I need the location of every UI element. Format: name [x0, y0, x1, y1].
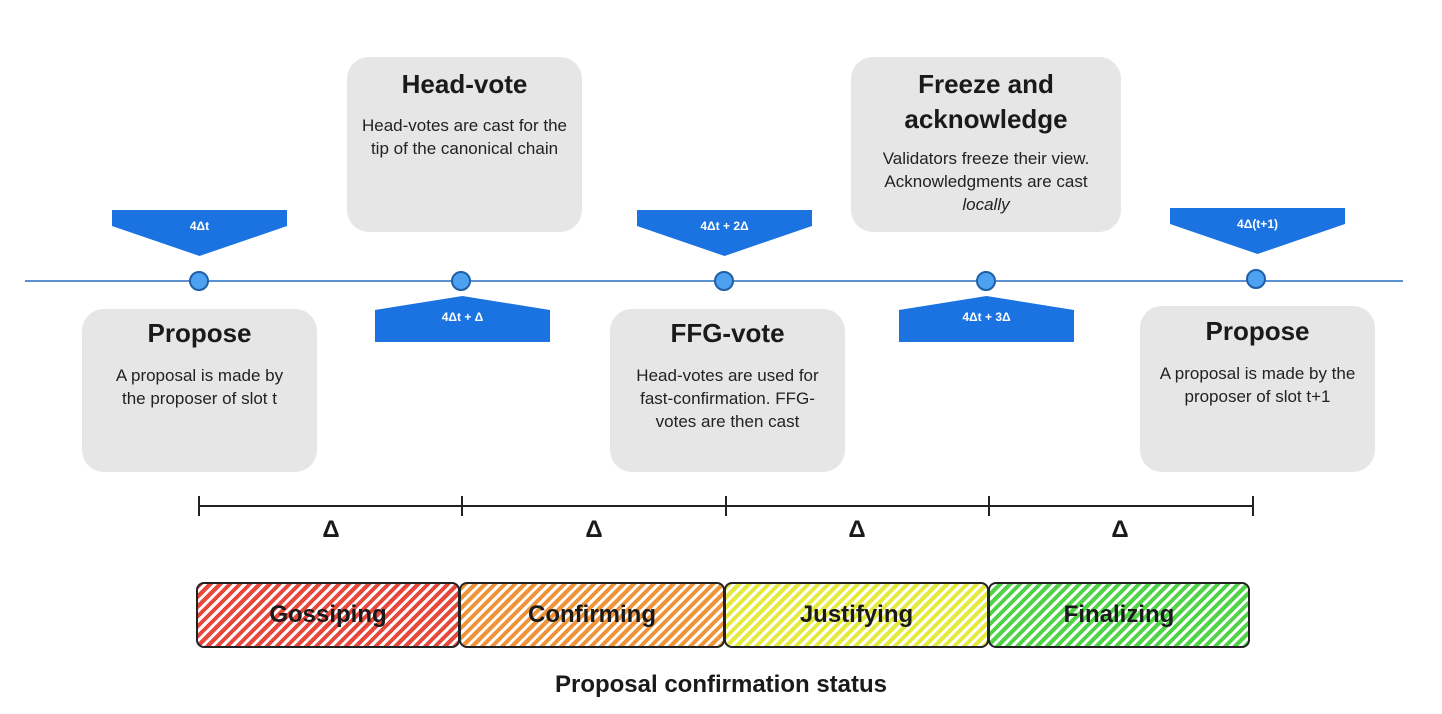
scale-tick: [725, 496, 727, 516]
phase-title: Freeze and acknowledge: [904, 69, 1068, 134]
time-marker-4d-t-plus-1: 4Δ(t+1): [1170, 208, 1345, 254]
scale-tick: [461, 496, 463, 516]
scale-tick: [988, 496, 990, 516]
phase-description: Validators freeze their view. Acknowledg…: [851, 147, 1121, 216]
phase-box-propose-slot-t-plus-1: Propose A proposal is made by the propos…: [1140, 306, 1375, 472]
phase-box-freeze-and-acknowledge: Freeze and acknowledge Validators freeze…: [851, 57, 1121, 232]
phase-box-propose-slot-t: Propose A proposal is made by the propos…: [82, 309, 317, 472]
phase-title: FFG-vote: [670, 318, 785, 348]
status-label: Gossiping: [269, 601, 387, 628]
scale-tick: [1252, 496, 1254, 516]
interval-delta-label: Δ: [585, 516, 603, 543]
phase-box-ffg-vote: FFG-vote Head-votes are used for fast-co…: [610, 309, 845, 472]
status-label: Finalizing: [1063, 601, 1175, 628]
time-marker-label: 4Δt + 2Δ: [700, 219, 749, 233]
status-label: Justifying: [799, 601, 914, 628]
marker-down-arrow-icon: [1170, 208, 1345, 254]
phase-title: Propose: [147, 318, 252, 348]
status-justifying: Justifying: [724, 582, 989, 648]
timeline-node: [714, 271, 734, 291]
interval-delta-label: Δ: [322, 516, 340, 543]
time-marker-4dt-plus-3d: 4Δt + 3Δ: [899, 296, 1074, 342]
time-marker-4dt-plus-2d: 4Δt + 2Δ: [637, 210, 812, 256]
phase-description-emphasis: locally: [962, 195, 1010, 214]
marker-up-arrow-icon: [375, 296, 550, 342]
time-marker-label: 4Δt + Δ: [441, 310, 484, 324]
status-label: Confirming: [528, 601, 656, 628]
status-gossiping: Gossiping: [196, 582, 460, 648]
time-marker-4dt-plus-d: 4Δt + Δ: [375, 296, 550, 342]
scale-tick: [198, 496, 200, 516]
interval-delta-label: Δ: [1111, 516, 1129, 543]
phase-title: Head-vote: [401, 69, 528, 99]
timeline-node: [451, 271, 471, 291]
phase-description: Head-votes are used for fast-confirmatio…: [636, 366, 819, 431]
status-confirming: Confirming: [459, 582, 725, 648]
time-marker-label: 4Δt: [189, 219, 210, 233]
marker-up-arrow-icon: [899, 296, 1074, 342]
phase-description: Head-votes are cast for the tip of the c…: [361, 116, 568, 158]
time-marker-4dt: 4Δt: [112, 210, 287, 256]
status-finalizing: Finalizing: [988, 582, 1250, 648]
interval-delta-label: Δ: [848, 516, 866, 543]
marker-down-arrow-icon: [637, 210, 812, 256]
marker-down-arrow-icon: [112, 210, 287, 256]
phase-description: A proposal is made by the proposer of sl…: [1159, 364, 1356, 406]
timeline-node: [976, 271, 996, 291]
timeline-node: [189, 271, 209, 291]
phase-box-head-vote: Head-vote Head-votes are cast for the ti…: [347, 57, 582, 232]
diagram-caption: Proposal confirmation status: [554, 671, 888, 698]
phase-description: A proposal is made by the proposer of sl…: [115, 366, 284, 408]
phase-description-text: Validators freeze their view. Acknowledg…: [882, 149, 1090, 191]
phase-title: Propose: [1205, 316, 1310, 346]
time-marker-label: 4Δ(t+1): [1237, 217, 1278, 231]
timeline-node: [1246, 269, 1266, 289]
time-marker-label: 4Δt + 3Δ: [962, 310, 1011, 324]
